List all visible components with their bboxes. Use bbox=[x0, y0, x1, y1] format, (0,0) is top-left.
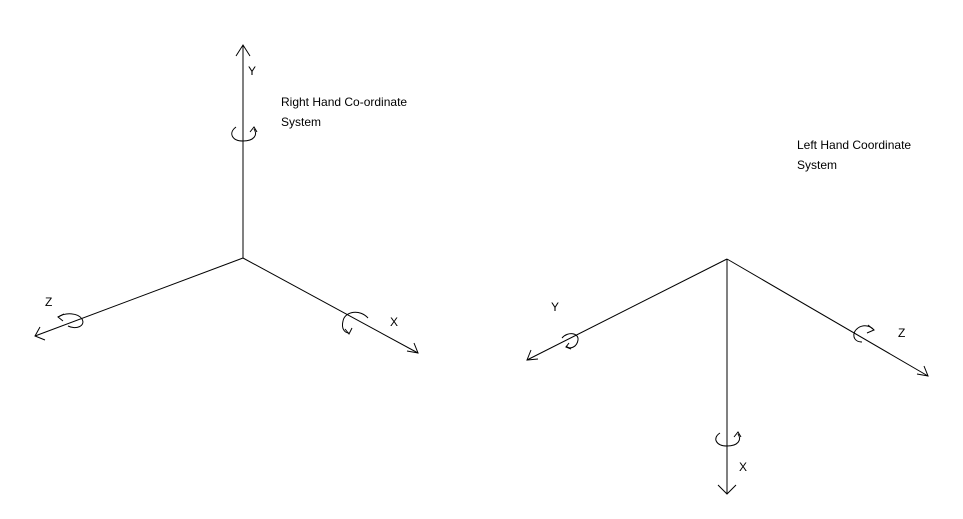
lh-y-rotation-icon bbox=[561, 333, 579, 350]
rh-x-axis bbox=[242, 257, 419, 354]
rh-title-line2: System bbox=[281, 115, 321, 129]
rh-z-axis bbox=[34, 257, 244, 341]
rh-y-rotation-icon bbox=[231, 126, 258, 142]
left-hand-system: Y Z X Left Hand Coordinate System bbox=[526, 138, 929, 495]
lh-y-axis bbox=[526, 258, 728, 361]
rh-y-axis bbox=[235, 44, 251, 258]
right-hand-system: Y Z X Right Hand Co-ordinate System bbox=[34, 44, 419, 354]
rh-y-axis-label: Y bbox=[248, 64, 256, 78]
lh-x-axis-label: X bbox=[739, 460, 747, 474]
rh-x-axis-label: X bbox=[390, 315, 398, 329]
lh-z-axis-label: Z bbox=[898, 326, 905, 340]
lh-x-rotation-icon bbox=[715, 431, 742, 447]
lh-z-axis bbox=[726, 258, 929, 377]
rh-z-rotation-icon bbox=[57, 313, 84, 329]
lh-title-line1: Left Hand Coordinate bbox=[797, 138, 911, 152]
lh-title-line2: System bbox=[797, 158, 837, 172]
rh-title-line1: Right Hand Co-ordinate bbox=[281, 95, 407, 109]
lh-x-axis bbox=[717, 259, 737, 495]
lh-z-rotation-icon bbox=[853, 324, 875, 343]
rh-z-axis-label: Z bbox=[45, 295, 52, 309]
rh-x-rotation-icon bbox=[342, 311, 369, 335]
lh-y-axis-label: Y bbox=[551, 300, 559, 314]
